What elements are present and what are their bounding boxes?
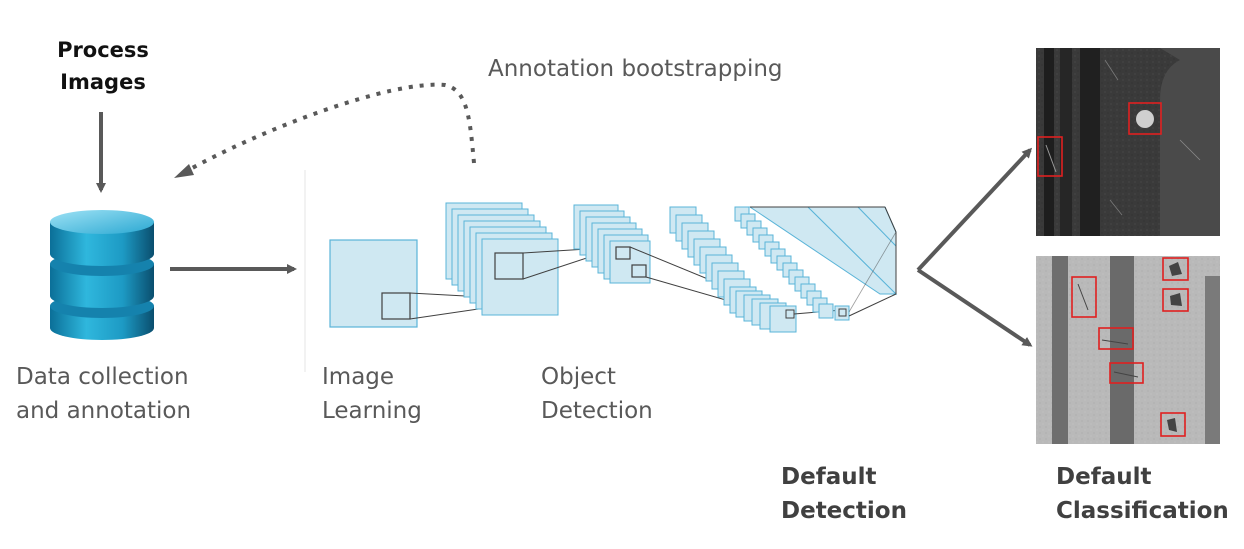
default-detection-line-1: Default bbox=[781, 464, 877, 490]
conv-stack-4 bbox=[734, 206, 850, 321]
image-learning-line-2: Learning bbox=[322, 398, 422, 424]
annotation-bootstrapping-label: Annotation bootstrapping bbox=[488, 56, 783, 82]
object-detection-line-1: Object bbox=[541, 364, 616, 390]
database-icon bbox=[50, 210, 154, 340]
input-layer bbox=[329, 239, 418, 328]
cnn-layers bbox=[329, 202, 898, 333]
dense-layers bbox=[748, 206, 898, 317]
conv-stack-2 bbox=[573, 204, 651, 284]
default-detection-line-2: Detection bbox=[781, 498, 907, 524]
image-learning-line-1: Image bbox=[322, 364, 395, 390]
data-collection-line-2: and annotation bbox=[16, 398, 192, 424]
process-images-label: Process Images bbox=[48, 34, 158, 98]
default-detection-label: Default Detection bbox=[781, 460, 907, 528]
process-images-line-1: Process bbox=[57, 38, 149, 62]
image-learning-label: Image Learning bbox=[322, 360, 422, 428]
data-collection-line-1: Data collection bbox=[16, 364, 189, 390]
sem-micrograph-2 bbox=[1036, 256, 1220, 444]
object-detection-line-2: Detection bbox=[541, 398, 653, 424]
data-collection-label: Data collection and annotation bbox=[16, 360, 191, 428]
branch-arrow-up bbox=[916, 147, 1033, 272]
process-images-line-2: Images bbox=[60, 70, 146, 94]
dotted-feedback-arrow bbox=[184, 82, 476, 174]
object-detection-label: Object Detection bbox=[541, 360, 653, 428]
default-classification-label: Default Classification bbox=[1056, 460, 1229, 528]
conv-stack-3 bbox=[669, 206, 797, 333]
default-classification-line-1: Default bbox=[1056, 464, 1152, 490]
default-classification-line-2: Classification bbox=[1056, 498, 1229, 524]
dotted-arrow-head bbox=[174, 164, 194, 178]
branch-arrow-down bbox=[916, 268, 1033, 347]
sem-micrograph-1 bbox=[1036, 48, 1220, 236]
conv-stack-1 bbox=[445, 202, 559, 316]
